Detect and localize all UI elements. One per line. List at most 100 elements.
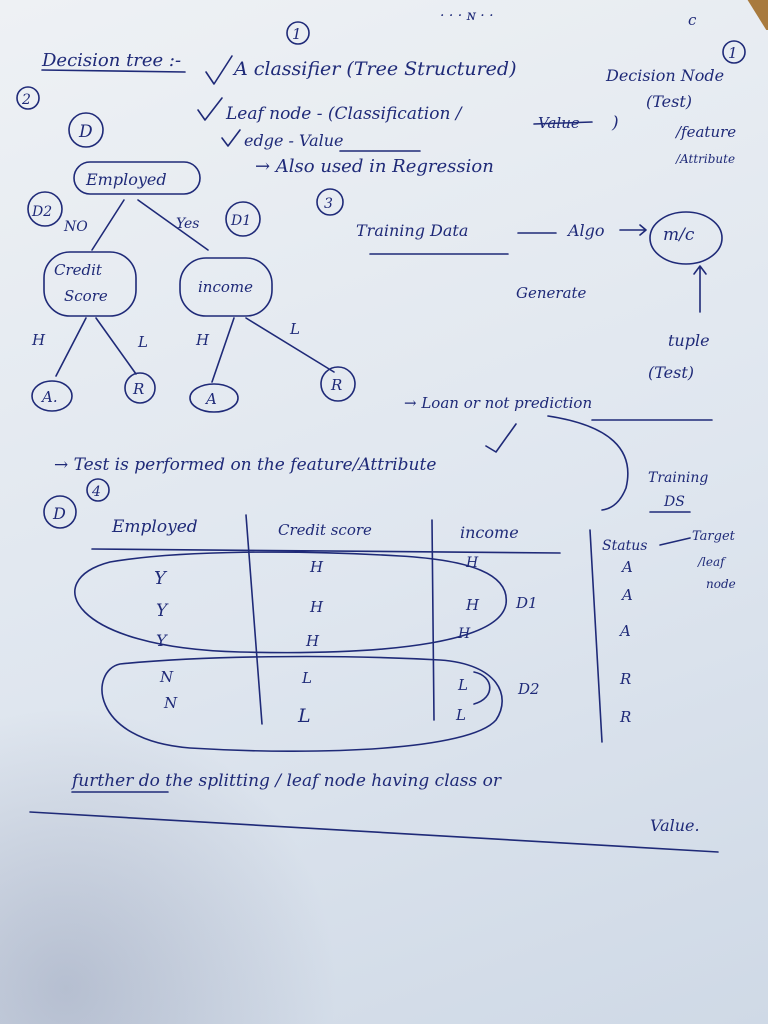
footer-line-2: Value. — [650, 816, 700, 835]
strike-through-line — [533, 121, 593, 125]
table-d-tag-circle — [43, 495, 77, 529]
edge-h2: H — [195, 331, 210, 349]
edge-value-note: edge - Value — [244, 131, 344, 150]
employed-node-label: Employed — [85, 170, 167, 189]
cell-employed: Y — [156, 631, 168, 650]
leaf-node-note: Leaf node - (Classification / — [225, 104, 464, 124]
footer-rule — [29, 811, 719, 853]
yes-edge-label: Yes — [176, 216, 200, 232]
checkmark-3 — [221, 129, 241, 147]
cell-credit: H — [305, 632, 320, 650]
test-label: (Test) — [646, 92, 692, 111]
circled-number-1-right — [722, 40, 746, 64]
test-performed-note: → Test is performed on the feature/Attri… — [54, 455, 436, 475]
regression-note: → Also used in Regression — [255, 156, 494, 177]
cell-income: H — [465, 555, 479, 571]
d1-tag: D1 — [230, 213, 251, 229]
cell-employed: Y — [154, 568, 168, 589]
circled-number-3-label: 3 — [324, 196, 333, 212]
column-divider-2 — [431, 519, 435, 721]
header-employed: Employed — [111, 517, 198, 537]
cell-status: R — [619, 708, 631, 726]
cell-credit: H — [309, 558, 324, 576]
model-circle — [649, 211, 723, 265]
d1-tag-circle — [225, 201, 261, 237]
target-pointer — [659, 537, 691, 546]
training-ds-line1: Training — [648, 470, 708, 486]
circled-number-2 — [16, 86, 40, 110]
leaf-r-right — [320, 366, 356, 402]
cell-status: A — [620, 586, 633, 604]
title-underline — [41, 69, 186, 73]
cell-status: A — [620, 558, 633, 576]
income-l-branch — [245, 317, 335, 373]
credit-node-line2: Score — [64, 287, 108, 305]
group-d1-loop — [74, 551, 507, 654]
credit-l-branch — [95, 317, 137, 375]
attribute-label: /Attribute — [675, 152, 735, 166]
corner-c: c — [688, 11, 697, 29]
yes-branch — [137, 199, 209, 251]
loan-prediction-label: → Loan or not prediction — [404, 394, 592, 412]
no-edge-label: NO — [63, 219, 88, 235]
footer-line-1: further do the splitting / leaf node hav… — [70, 771, 502, 791]
table-row: N L L R — [159, 668, 631, 694]
decision-node-label: Decision Node — [605, 66, 724, 85]
cell-income: L — [457, 676, 468, 694]
leaf-node-label-2: node — [706, 577, 736, 591]
decision-tree-title: Decision tree :- — [41, 50, 181, 71]
leaf-node-label-1: /leaf — [697, 555, 727, 569]
header-credit-score: Credit score — [278, 521, 372, 539]
column-divider-1 — [245, 514, 263, 725]
leaf-a-left-label: A. — [40, 388, 58, 406]
income-h-branch — [211, 317, 235, 383]
header-rule — [91, 548, 561, 554]
target-label: Target — [692, 529, 736, 544]
header-income: income — [460, 523, 519, 542]
cell-income: H — [457, 626, 471, 642]
circled-number-1-label: 1 — [292, 25, 302, 43]
group-d2-label: D2 — [517, 680, 540, 698]
cell-credit: H — [309, 598, 324, 616]
leaf-r-left-label: R — [132, 380, 144, 398]
edge-l1: L — [137, 333, 148, 351]
leaf-r-left — [124, 372, 156, 404]
cell-income: L — [455, 706, 466, 724]
curved-arrow — [547, 415, 629, 511]
leaf-r-right-label: R — [330, 376, 342, 394]
leaf-a-right-label: A — [204, 390, 217, 408]
tuple-test-label: (Test) — [648, 363, 694, 382]
no-branch — [91, 199, 125, 251]
edge-h1: H — [31, 331, 46, 349]
leaf-a-left — [31, 380, 73, 412]
column-divider-3 — [589, 529, 603, 743]
d2-tag: D2 — [31, 204, 52, 220]
corner-marks: · · · ɴ · · — [440, 8, 494, 24]
circled-number-2-label: 2 — [21, 92, 31, 108]
page-shadow — [0, 684, 360, 1024]
circled-number-1-top — [286, 21, 310, 45]
leaf-a-right — [189, 383, 239, 413]
table-row: N L L R — [163, 694, 631, 727]
group-d1-label: D1 — [515, 594, 538, 612]
checkmark-1 — [205, 55, 233, 85]
cell-status: A — [618, 622, 631, 640]
cell-credit: L — [301, 669, 312, 687]
checkmark-2 — [197, 97, 223, 121]
cell-income: H — [465, 596, 480, 614]
circled-number-3 — [316, 188, 344, 216]
arrow-to-model — [619, 224, 647, 236]
table-row: Y H H A — [156, 622, 631, 650]
leaf-close-paren: ) — [611, 113, 619, 133]
header-status: Status — [602, 538, 647, 554]
group-d2-loop — [101, 655, 503, 753]
model-label: m/c — [663, 225, 695, 245]
circled-number-4-label: 4 — [91, 484, 101, 500]
tree-root-tag: D — [78, 122, 93, 142]
edge-l2: L — [289, 320, 300, 338]
circled-number-4 — [86, 478, 110, 502]
training-ds-line2: DS — [663, 494, 685, 510]
credit-node-line1: Credit — [54, 261, 103, 279]
